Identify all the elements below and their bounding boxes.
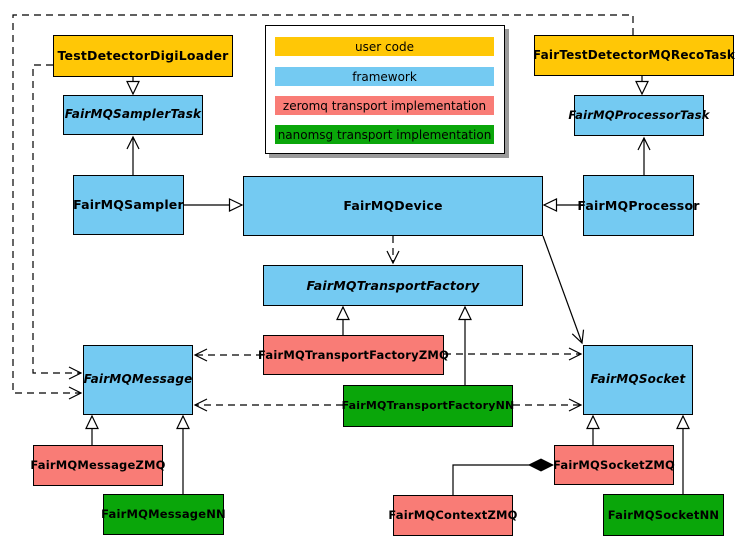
node-fairmq-context-zmq: FairMQContextZMQ bbox=[388, 495, 517, 536]
legend-swatch-user-code: user code bbox=[275, 37, 494, 56]
legend-swatch-zeromq: zeromq transport implementation bbox=[275, 96, 494, 115]
node-fairmq-message: FairMQMessage bbox=[83, 345, 193, 415]
edge-recotask-to-message bbox=[12, 14, 634, 400]
node-fairmq-socket: FairMQSocket bbox=[583, 345, 693, 415]
node-fairmq-transport-factory: FairMQTransportFactory bbox=[263, 265, 523, 306]
node-fairmq-sampler: FairMQSampler bbox=[73, 175, 184, 235]
node-fairmq-socket-nn: FairMQSocketNN bbox=[603, 494, 724, 536]
node-fairmq-socket-zmq: FairMQSocketZMQ bbox=[553, 445, 675, 485]
node-fairmq-processor: FairMQProcessor bbox=[577, 175, 699, 236]
edge-digiloader-to-message bbox=[32, 64, 83, 380]
node-fairmq-message-nn: FairMQMessageNN bbox=[101, 494, 226, 535]
node-fairmq-transport-factory-nn: FairMQTransportFactoryNN bbox=[342, 385, 514, 427]
legend-swatch-framework: framework bbox=[275, 67, 494, 86]
node-fairmq-transport-factory-zmq: FairMQTransportFactoryZMQ bbox=[258, 335, 449, 375]
legend-panel: user code framework zeromq transport imp… bbox=[265, 25, 505, 154]
node-fairmq-sampler-task: FairMQSamplerTask bbox=[63, 95, 203, 135]
node-test-detector-digi-loader: TestDetectorDigiLoader bbox=[53, 35, 233, 77]
node-fair-test-detector-mq-reco-task: FairTestDetectorMQRecoTask bbox=[533, 35, 735, 76]
legend-swatch-nanomsg: nanomsg transport implementation bbox=[275, 125, 494, 144]
node-fairmq-message-zmq: FairMQMessageZMQ bbox=[30, 445, 165, 486]
edge-device-to-socket bbox=[542, 235, 585, 345]
node-fairmq-processor-task: FairMQProcessorTask bbox=[568, 95, 709, 136]
node-fairmq-device: FairMQDevice bbox=[243, 176, 543, 236]
edge-contextzmq-to-socketzmq bbox=[452, 465, 553, 495]
